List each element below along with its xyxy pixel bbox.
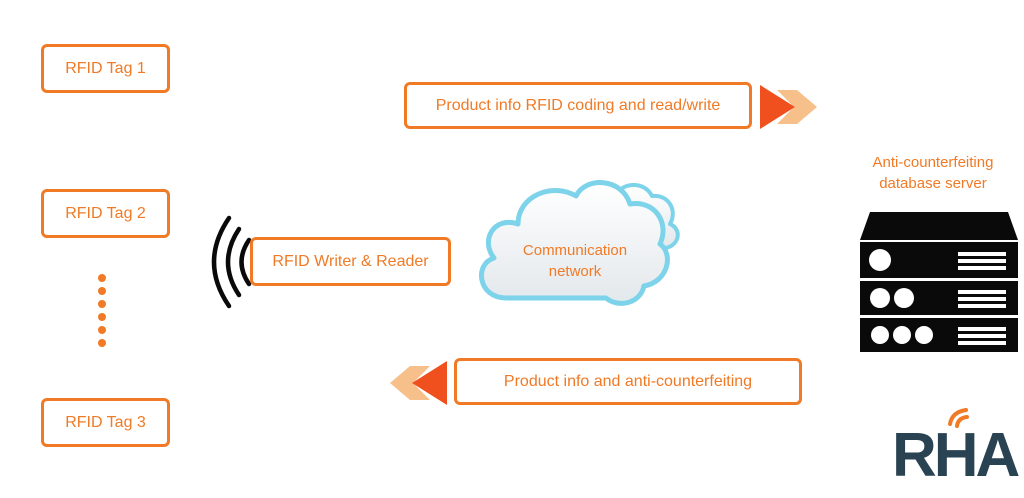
bottom-flow-label: Product info and anti-counterfeiting	[503, 372, 753, 390]
top-flow-label: Product info RFID coding and read/write	[435, 96, 721, 114]
rfid-writer-reader-label: RFID Writer & Reader	[272, 252, 429, 270]
signal-waves-icon	[211, 215, 252, 309]
ellipsis-dot	[98, 287, 106, 295]
server-label-line1: Anti-counterfeiting	[872, 154, 994, 171]
rfid-tag-1-label: RFID Tag 1	[65, 59, 146, 77]
ellipsis-dot	[98, 274, 106, 282]
server-label-line2: database server	[879, 175, 987, 192]
server-label: Anti-counterfeiting database server	[848, 152, 1018, 194]
cloud-label: Communication network	[505, 240, 645, 282]
rfid-tag-2: RFID Tag 2	[41, 189, 170, 238]
top-flow-box: Product info RFID coding and read/write	[404, 82, 752, 129]
ellipsis-dot	[98, 313, 106, 321]
rfid-tag-2-label: RFID Tag 2	[65, 204, 146, 222]
ellipsis-dot	[98, 339, 106, 347]
server-icon	[860, 212, 1018, 352]
rfid-writer-reader: RFID Writer & Reader	[250, 237, 451, 286]
rfid-tag-3-label: RFID Tag 3	[65, 413, 146, 431]
ellipsis-dot	[98, 300, 106, 308]
bottom-flow-box: Product info and anti-counterfeiting	[454, 358, 802, 405]
ellipsis-dot	[98, 326, 106, 334]
logo-signal-icon	[948, 408, 969, 428]
rfid-tag-1: RFID Tag 1	[41, 44, 170, 93]
rfid-tag-3: RFID Tag 3	[41, 398, 170, 447]
logo: RHA	[892, 421, 1020, 490]
cloud-icon	[479, 180, 680, 306]
arrow-left-icon	[390, 361, 447, 405]
arrow-right-icon	[760, 85, 817, 129]
cloud-label-line2: network	[548, 263, 602, 280]
cloud-label-line1: Communication	[522, 242, 628, 259]
